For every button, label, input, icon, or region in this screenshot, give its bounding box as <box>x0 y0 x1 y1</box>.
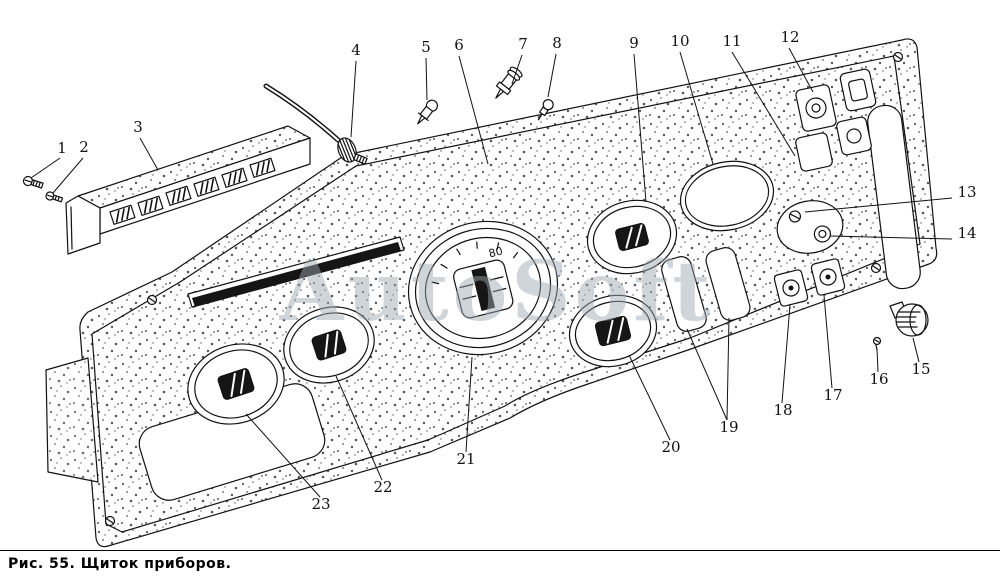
screw-part-1 <box>22 175 44 189</box>
callout-20: 20 <box>661 438 680 456</box>
callout-15: 15 <box>911 360 930 378</box>
callout-3: 3 <box>133 118 143 136</box>
gauge-23 <box>187 343 285 425</box>
callout-6: 6 <box>454 36 464 54</box>
lock-14 <box>813 225 831 243</box>
callout-17: 17 <box>823 386 842 404</box>
windows-19 <box>661 247 751 332</box>
cable-part-4 <box>263 83 368 165</box>
speedometer-mark: 80 <box>487 244 504 260</box>
gauge-20 <box>568 294 658 368</box>
callout-10: 10 <box>670 32 689 50</box>
callout-4: 4 <box>351 41 361 59</box>
leader-lines <box>30 47 953 498</box>
switch-cluster-11-12 <box>795 68 877 172</box>
lamp-strip-3 <box>65 125 311 255</box>
side-slot <box>867 104 921 290</box>
callout-18: 18 <box>773 401 792 419</box>
button-17 <box>810 258 846 296</box>
callout-8: 8 <box>552 34 562 52</box>
callout-13: 13 <box>957 183 976 201</box>
switch-knob-12 <box>805 97 827 119</box>
callout-9: 9 <box>629 34 639 52</box>
figure-caption-block: Рис. 55. Щиток приборов. <box>0 550 1000 572</box>
bulb-part-8 <box>537 99 554 121</box>
knob-part-15 <box>889 301 929 337</box>
callout-1: 1 <box>57 139 67 157</box>
callout-14: 14 <box>957 224 976 242</box>
gauge-9 <box>586 199 678 275</box>
gauge-22 <box>283 306 375 384</box>
screw-part-2 <box>45 191 64 203</box>
callout-numbers: 1 2 3 4 5 6 7 8 9 10 11 12 13 14 15 16 1… <box>57 28 976 513</box>
callout-22: 22 <box>373 478 392 496</box>
mounting-bracket <box>45 357 99 483</box>
figure-caption: Рис. 55. Щиток приборов. <box>8 556 231 572</box>
callout-2: 2 <box>79 138 89 156</box>
callout-21: 21 <box>456 450 475 468</box>
blank-gauge-opening-10 <box>679 160 775 232</box>
callout-5: 5 <box>421 38 431 56</box>
callout-11: 11 <box>722 32 741 50</box>
watermark: AutoSoft <box>279 244 715 340</box>
callout-16: 16 <box>869 370 888 388</box>
callout-23: 23 <box>311 495 330 513</box>
callout-7: 7 <box>518 35 528 53</box>
indicator-slot-bar <box>187 236 405 308</box>
button-18 <box>773 269 809 307</box>
screw-13 <box>788 210 802 223</box>
buttons-17-18 <box>773 258 846 307</box>
ignition-bezel-13-14 <box>776 200 844 254</box>
callout-12: 12 <box>780 28 799 46</box>
callout-19: 19 <box>719 418 738 436</box>
sensor-part-5 <box>417 99 439 125</box>
speedometer-21: 80 <box>407 220 559 356</box>
screw-holes <box>104 51 904 527</box>
